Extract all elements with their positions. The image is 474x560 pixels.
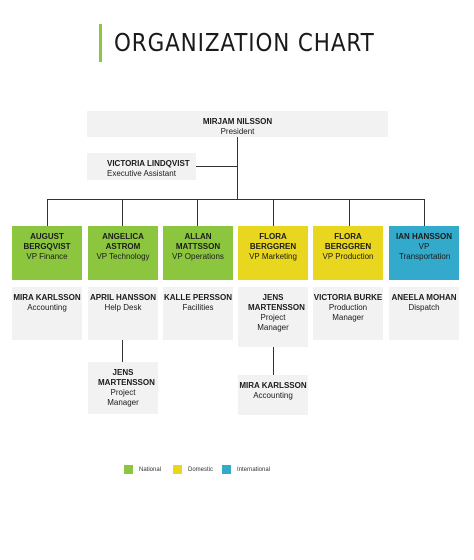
node-name: KALLE PERSSON [163, 293, 232, 302]
connector-vp-5 [424, 199, 425, 226]
legend-swatch-domestic [173, 465, 182, 474]
node-role: Accounting [253, 391, 293, 400]
node-name: ANGELICA ASTROM [102, 232, 144, 251]
org-node-dispatch[interactable]: ANEELA MOHAN Dispatch [389, 287, 459, 340]
node-role: Project Manager [107, 388, 139, 407]
org-node-executive-assistant[interactable]: VICTORIA LINDQVIST Executive Assistant [87, 153, 196, 180]
node-role: VP Marketing [249, 252, 297, 261]
connector-vp-4 [349, 199, 350, 226]
node-role: Facilities [182, 303, 214, 312]
node-name: FLORA BERGGREN [249, 232, 297, 251]
node-name: JENS MARTENSSON [98, 368, 155, 387]
org-node-vp-finance[interactable]: AUGUST BERGQVIST VP Finance [12, 226, 82, 280]
node-name: JENS MARTENSSON [248, 293, 305, 312]
node-name: MIRA KARLSSON [13, 293, 81, 302]
legend-label-national: National [139, 467, 162, 473]
node-name: AUGUST BERGQVIST [23, 232, 71, 251]
node-role: Project Manager [257, 313, 289, 332]
node-role: VP Technology [96, 252, 150, 261]
node-role: VP Operations [172, 252, 224, 261]
org-node-vp-transportation[interactable]: IAN HANSSON VP Transportation [389, 226, 459, 280]
org-node-president[interactable]: MIRJAM NILSSON President [87, 111, 388, 137]
node-name: VICTORIA BURKE [313, 293, 383, 302]
node-role: President [220, 127, 255, 136]
node-role: Dispatch [408, 303, 440, 312]
node-role: VP Finance [26, 252, 68, 261]
connector-ceo-down [237, 137, 238, 199]
legend-swatch-national [124, 465, 133, 474]
connector-assistant [196, 166, 237, 167]
connector-marketing-down [273, 347, 274, 375]
node-name: VICTORIA LINDQVIST [107, 159, 190, 168]
node-name: IAN HANSSON [395, 232, 452, 241]
org-node-vp-operations[interactable]: ALLAN MATTSSON VP Operations [163, 226, 233, 280]
node-role: Production Manager [328, 303, 368, 322]
node-name: ANEELA MOHAN [391, 293, 457, 302]
node-name: FLORA BERGGREN [324, 232, 372, 251]
legend-label-domestic: Domestic [188, 467, 214, 473]
org-node-vp-technology[interactable]: ANGELICA ASTROM VP Technology [88, 226, 158, 280]
connector-vp-bus [47, 199, 425, 200]
connector-vp-0 [47, 199, 48, 226]
org-node-production-manager[interactable]: VICTORIA BURKE Production Manager [313, 287, 383, 340]
node-role: Executive Assistant [107, 169, 176, 178]
connector-vp-3 [273, 199, 274, 226]
node-role: Accounting [27, 303, 67, 312]
org-node-vp-production[interactable]: FLORA BERGGREN VP Production [313, 226, 383, 280]
org-node-project-manager-marketing[interactable]: JENS MARTENSSON Project Manager [238, 287, 308, 347]
node-name: ALLAN MATTSSON [175, 232, 221, 251]
node-role: VP Transportation [399, 242, 451, 261]
node-role: Help Desk [104, 303, 142, 312]
node-name: MIRJAM NILSSON [202, 117, 273, 126]
org-node-help-desk[interactable]: APRIL HANSSON Help Desk [88, 287, 158, 340]
org-node-accounting-marketing[interactable]: MIRA KARLSSON Accounting [238, 375, 308, 415]
connector-vp-2 [197, 199, 198, 226]
org-node-project-manager-technology[interactable]: JENS MARTENSSON Project Manager [88, 362, 158, 414]
title-accent-bar [99, 24, 102, 62]
org-node-facilities[interactable]: KALLE PERSSON Facilities [163, 287, 233, 340]
legend-swatch-international [222, 465, 231, 474]
org-node-accounting[interactable]: MIRA KARLSSON Accounting [12, 287, 82, 340]
connector-tech-down [122, 340, 123, 362]
page-title: ORGANIZATION CHART [114, 28, 375, 57]
connector-vp-1 [122, 199, 123, 226]
node-name: MIRA KARLSSON [239, 381, 307, 390]
org-node-vp-marketing[interactable]: FLORA BERGGREN VP Marketing [238, 226, 308, 280]
node-name: APRIL HANSSON [89, 293, 157, 302]
legend-label-international: International [237, 467, 271, 473]
node-role: VP Production [322, 252, 374, 261]
